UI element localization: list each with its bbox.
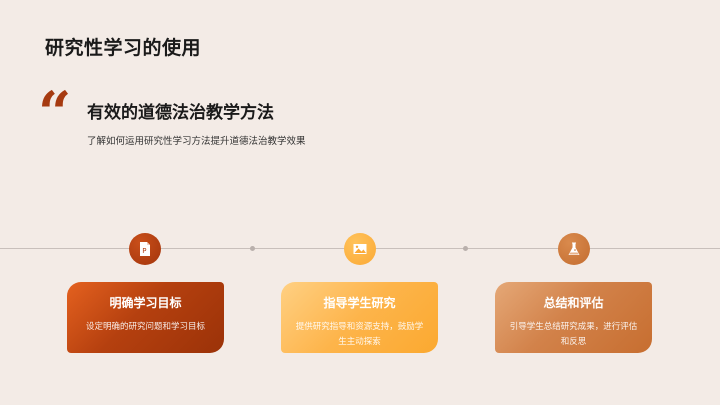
- step-3-description: 引导学生总结研究成果，进行评估和反思: [509, 322, 638, 347]
- step-3-node: [558, 233, 590, 265]
- timeline-dot: [250, 246, 255, 251]
- step-3-title: 总结和评估: [543, 296, 604, 310]
- step-1-card: 明确学习目标 设定明确的研究问题和学习目标: [67, 282, 224, 353]
- image-icon: [353, 244, 367, 254]
- step-2-title: 指导学生研究: [323, 296, 396, 310]
- quote-mark-icon: “: [38, 79, 72, 147]
- ppt-file-icon: P: [140, 242, 150, 256]
- section-heading: 有效的道德法治教学方法: [87, 103, 274, 123]
- step-2-description: 提供研究指导和资源支持，鼓励学生主动探索: [295, 322, 424, 347]
- step-1-description: 设定明确的研究问题和学习目标: [85, 322, 205, 332]
- step-3-card: 总结和评估 引导学生总结研究成果，进行评估和反思: [495, 282, 652, 353]
- timeline-dot: [463, 246, 468, 251]
- flask-icon: [568, 242, 580, 255]
- step-2-card: 指导学生研究 提供研究指导和资源支持，鼓励学生主动探索: [281, 282, 438, 353]
- step-2-node: [344, 233, 376, 265]
- step-1-title: 明确学习目标: [109, 296, 182, 310]
- step-1-node: P: [129, 233, 161, 265]
- svg-text:P: P: [142, 247, 146, 255]
- section-subtitle: 了解如何运用研究性学习方法提升道德法治教学效果: [87, 136, 306, 147]
- slide-title: 研究性学习的使用: [45, 37, 202, 59]
